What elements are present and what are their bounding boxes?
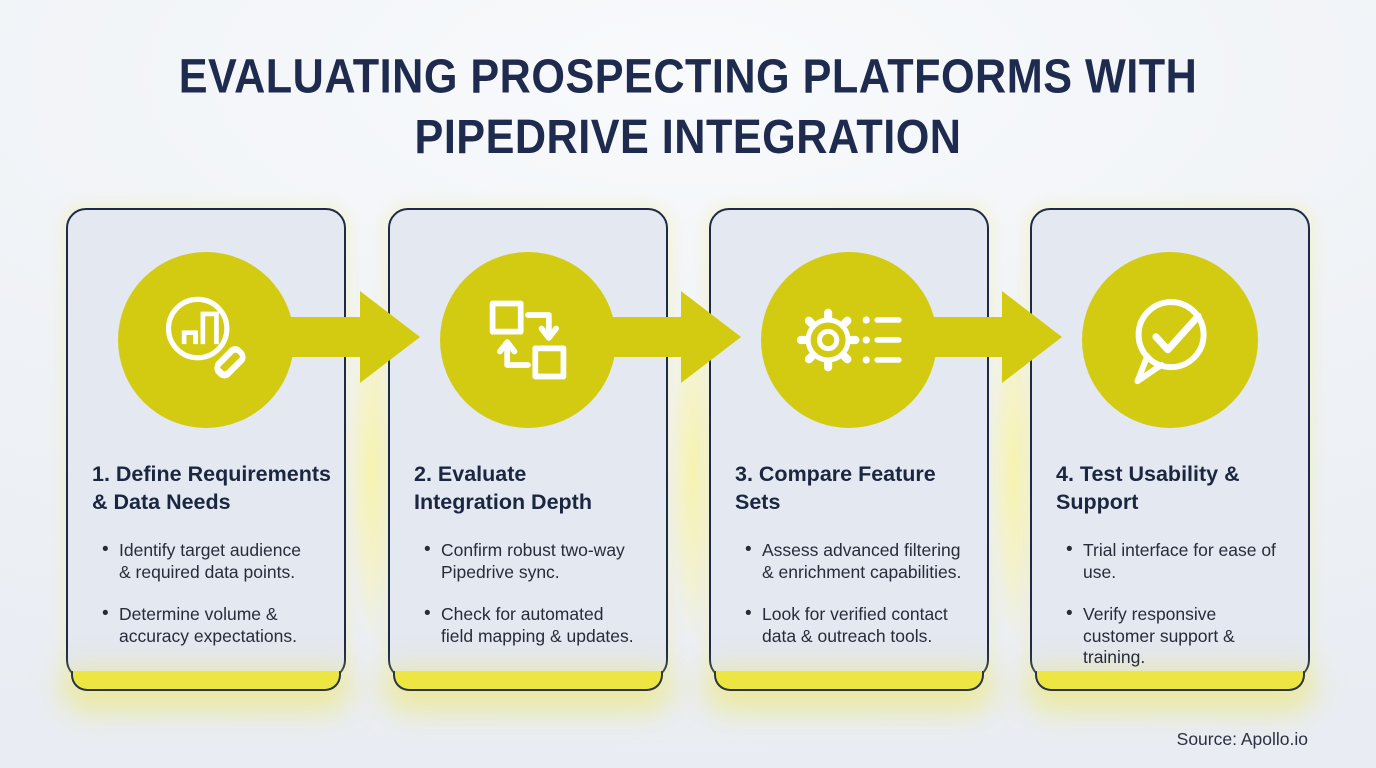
bullet-item: Look for verified contact data & outreac… bbox=[745, 603, 977, 647]
step-card-feature-sets: 3. Compare Feature Sets Assess advanced … bbox=[709, 208, 989, 691]
bullet-item: Check for automated field mapping & upda… bbox=[424, 603, 656, 647]
arrow-right-icon bbox=[601, 291, 741, 383]
bullet-item: Trial interface for ease of use. bbox=[1066, 539, 1298, 583]
step-card-usability-support: 4. Test Usability & Support Trial interf… bbox=[1030, 208, 1310, 691]
chat-checkmark-icon bbox=[1134, 299, 1207, 385]
step-icon-circle bbox=[440, 252, 616, 428]
step-heading: 4. Test Usability & Support bbox=[1056, 462, 1240, 514]
bullet-item: Verify responsive customer support & tra… bbox=[1066, 603, 1298, 669]
step-heading: 2. Evaluate Integration Depth bbox=[414, 462, 592, 514]
step-bullet-list: Identify target audience & required data… bbox=[102, 539, 334, 668]
magnifier-bar-chart-icon bbox=[165, 296, 246, 379]
bullet-item: Assess advanced filtering & enrichment c… bbox=[745, 539, 977, 583]
step-bullet-list: Trial interface for ease of use. Verify … bbox=[1066, 539, 1298, 690]
step-card-define-requirements: 1. Define Requirements & Data Needs Iden… bbox=[66, 208, 346, 691]
bullet-item: Determine volume & accuracy expectations… bbox=[102, 603, 334, 647]
source-credit: Source: Apollo.io bbox=[1176, 729, 1308, 749]
step-icon-circle bbox=[118, 252, 294, 428]
bullet-item: Identify target audience & required data… bbox=[102, 539, 334, 583]
step-icon-circle bbox=[761, 252, 937, 428]
step-card-integration-depth: 2. Evaluate Integration Depth Confirm ro… bbox=[388, 208, 668, 691]
bullet-item: Confirm robust two-way Pipedrive sync. bbox=[424, 539, 656, 583]
step-icon-circle bbox=[1082, 252, 1258, 428]
step-heading: 3. Compare Feature Sets bbox=[735, 462, 936, 514]
arrow-right-icon bbox=[280, 291, 420, 383]
sync-squares-icon bbox=[489, 300, 567, 380]
step-heading: 1. Define Requirements & Data Needs bbox=[92, 462, 331, 514]
step-bullet-list: Confirm robust two-way Pipedrive sync. C… bbox=[424, 539, 656, 668]
arrow-right-icon bbox=[922, 291, 1062, 383]
step-bullet-list: Assess advanced filtering & enrichment c… bbox=[745, 539, 977, 668]
gear-checklist-icon bbox=[796, 308, 902, 372]
page-title: EVALUATING PROSPECTING PLATFORMS WITH PI… bbox=[178, 48, 1198, 164]
